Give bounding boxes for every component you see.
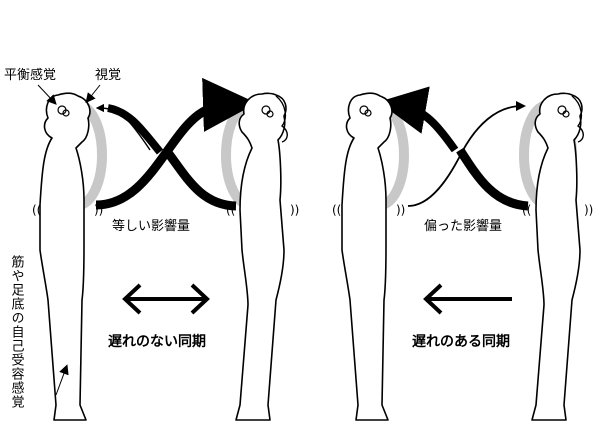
- balance-label: 平衡感覚: [4, 67, 56, 83]
- double-arrow-icon: [122, 283, 210, 315]
- right-sway-mark-1: ((: [332, 203, 341, 217]
- balance-leader: [37, 84, 57, 105]
- vision-label: 視覚: [95, 68, 121, 83]
- left-b-ear-icon: [261, 105, 271, 115]
- vision-leader: [85, 84, 101, 104]
- right-b-ear2-icon: [562, 110, 570, 118]
- left-panel: (( )) (( )) 平衡感覚 視覚 等しい影響量 遅れのない同期 筋や足底の…: [4, 67, 299, 421]
- right-upper-heavy-arrow: [378, 86, 459, 153]
- right-panel: (( )) (( )) 偏った影響量 遅れのある同期: [332, 86, 593, 421]
- sync-with-delay-label: 遅れのある同期: [412, 334, 510, 350]
- left-sway-mark-4: )): [290, 203, 299, 217]
- left-person-a-silhouette: [39, 92, 91, 421]
- left-upper-left-stroke: [107, 104, 164, 155]
- left-b-ear2-icon: [266, 110, 274, 118]
- right-thin-arrow: [407, 101, 526, 207]
- right-person-b-silhouette: [531, 92, 583, 421]
- right-lower-heavy: [456, 147, 529, 211]
- proprioception-leader: [55, 364, 69, 396]
- left-b-hair: [275, 95, 288, 143]
- sync-no-delay-label: 遅れのない同期: [108, 334, 206, 350]
- right-b-ear-icon: [557, 105, 567, 115]
- left-cross-path: [162, 147, 237, 211]
- left-a-ear2-icon: [62, 109, 70, 117]
- right-sway-mark-4: )): [584, 203, 593, 217]
- left-sway-mark-2: )): [94, 203, 103, 217]
- biased-influence-label: 偏った影響量: [424, 218, 502, 234]
- left-arrow-icon: [423, 283, 512, 315]
- right-sway-mark-2: )): [396, 203, 405, 217]
- left-lower-path: [95, 77, 257, 210]
- left-sway-mark-1: ((: [32, 203, 41, 217]
- right-a-ear2-icon: [364, 109, 372, 117]
- equal-influence-label: 等しい影響量: [112, 218, 190, 234]
- right-b-hair: [571, 95, 584, 143]
- right-person-a-silhouette: [341, 92, 393, 421]
- proprioception-label: 筋や足底の自己受容感覚: [9, 254, 25, 409]
- right-sway-mark-3: ((: [522, 203, 531, 217]
- left-person-b-silhouette: [235, 92, 287, 421]
- left-sway-mark-3: ((: [226, 203, 235, 217]
